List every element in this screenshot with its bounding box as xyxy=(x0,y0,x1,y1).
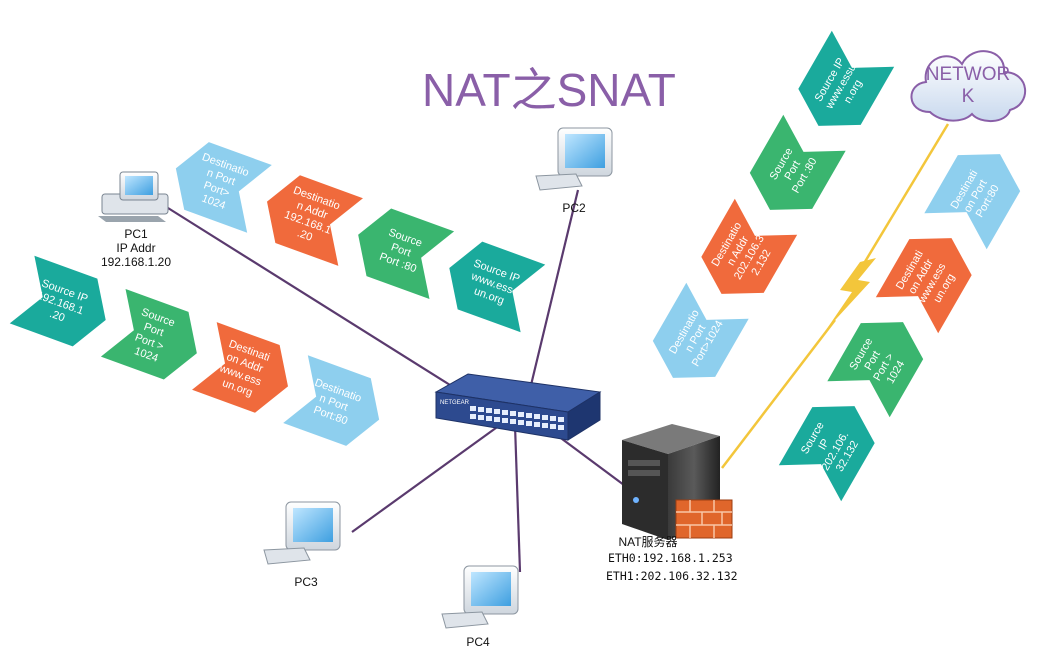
packet-field-source-ip xyxy=(9,255,106,347)
packet-field-dest-addr-text: Destinati on Addr www.ess un.org xyxy=(213,338,275,402)
packet-field-source-ip xyxy=(449,241,546,333)
nat-server-eth0: ETH0:192.168.1.253 xyxy=(608,551,733,565)
cloud-label-line1: NETWOR xyxy=(926,64,1010,85)
packet-field-dest-port xyxy=(175,142,272,233)
packet-field-dest-port-text: Destinatio n Port Port> 1024 xyxy=(187,151,253,217)
internet-cloud-icon: NETWOR K xyxy=(910,50,1027,122)
packet-field-dest-addr xyxy=(267,175,363,266)
pc2-name: PC2 xyxy=(562,201,586,215)
link-pc2-switch xyxy=(523,189,580,411)
network-links xyxy=(167,189,629,573)
cloud-label-line2: K xyxy=(962,86,975,107)
packet-field-dest-port xyxy=(283,355,380,446)
pc4-name: PC4 xyxy=(466,635,490,649)
pc1-ip-value: 192.168.1.20 xyxy=(101,255,171,269)
packet-field-source-port xyxy=(827,322,924,418)
packet-field-dest-addr xyxy=(701,198,798,294)
packet-pc1-inbound: Source IP www.ess un.org Source Port Por… xyxy=(175,142,546,333)
packet-wan-outbound: Source IP 202.106. 32.132 Source Port Po… xyxy=(778,154,1021,502)
link-pc4-switch xyxy=(513,424,522,573)
firewall-icon xyxy=(675,499,733,539)
packet-pc1-outbound: Source IP 192.168.1 .20 Source Port Port… xyxy=(9,255,380,446)
packet-field-dest-addr-text: Destinatio n Addr 192.168.1 .20 xyxy=(278,184,344,250)
pc1-computer-icon xyxy=(98,171,169,222)
packet-field-dest-addr xyxy=(192,322,288,413)
pc1-ip-label: IP Addr xyxy=(116,241,155,255)
switch-brand: NETGEAR xyxy=(440,400,470,406)
packet-field-source-ip xyxy=(798,30,895,126)
packet-field-source-port xyxy=(358,208,455,300)
packet-field-dest-port xyxy=(924,154,1021,250)
pc3-computer-icon xyxy=(263,501,341,565)
packet-wan-inbound: Source IP www.essu n.org Source Port Por… xyxy=(652,30,895,378)
link-pc1-switch xyxy=(167,207,451,386)
pc2-computer-icon xyxy=(535,127,613,191)
wan-link-bolt xyxy=(721,123,950,469)
packet-field-dest-addr xyxy=(875,238,972,334)
packet-field-dest-port xyxy=(652,282,749,378)
pc4-computer-icon xyxy=(441,565,519,629)
nat-server-eth1: ETH1:202.106.32.132 xyxy=(606,569,738,583)
diagram-title: NAT之SNAT xyxy=(422,64,676,116)
packet-field-source-port-text: Source Port Port > 1024 xyxy=(848,333,911,391)
pc3-name: PC3 xyxy=(294,575,318,589)
switch-ports xyxy=(470,406,564,430)
packet-field-source-port xyxy=(100,288,197,380)
packet-field-source-port xyxy=(749,114,846,210)
link-pc3-switch xyxy=(351,424,501,533)
packet-field-source-ip xyxy=(778,406,875,502)
pc1-name: PC1 xyxy=(124,227,148,241)
nat-server-name: NAT服务器 xyxy=(618,534,677,549)
switch-icon: NETGEAR xyxy=(434,373,602,441)
